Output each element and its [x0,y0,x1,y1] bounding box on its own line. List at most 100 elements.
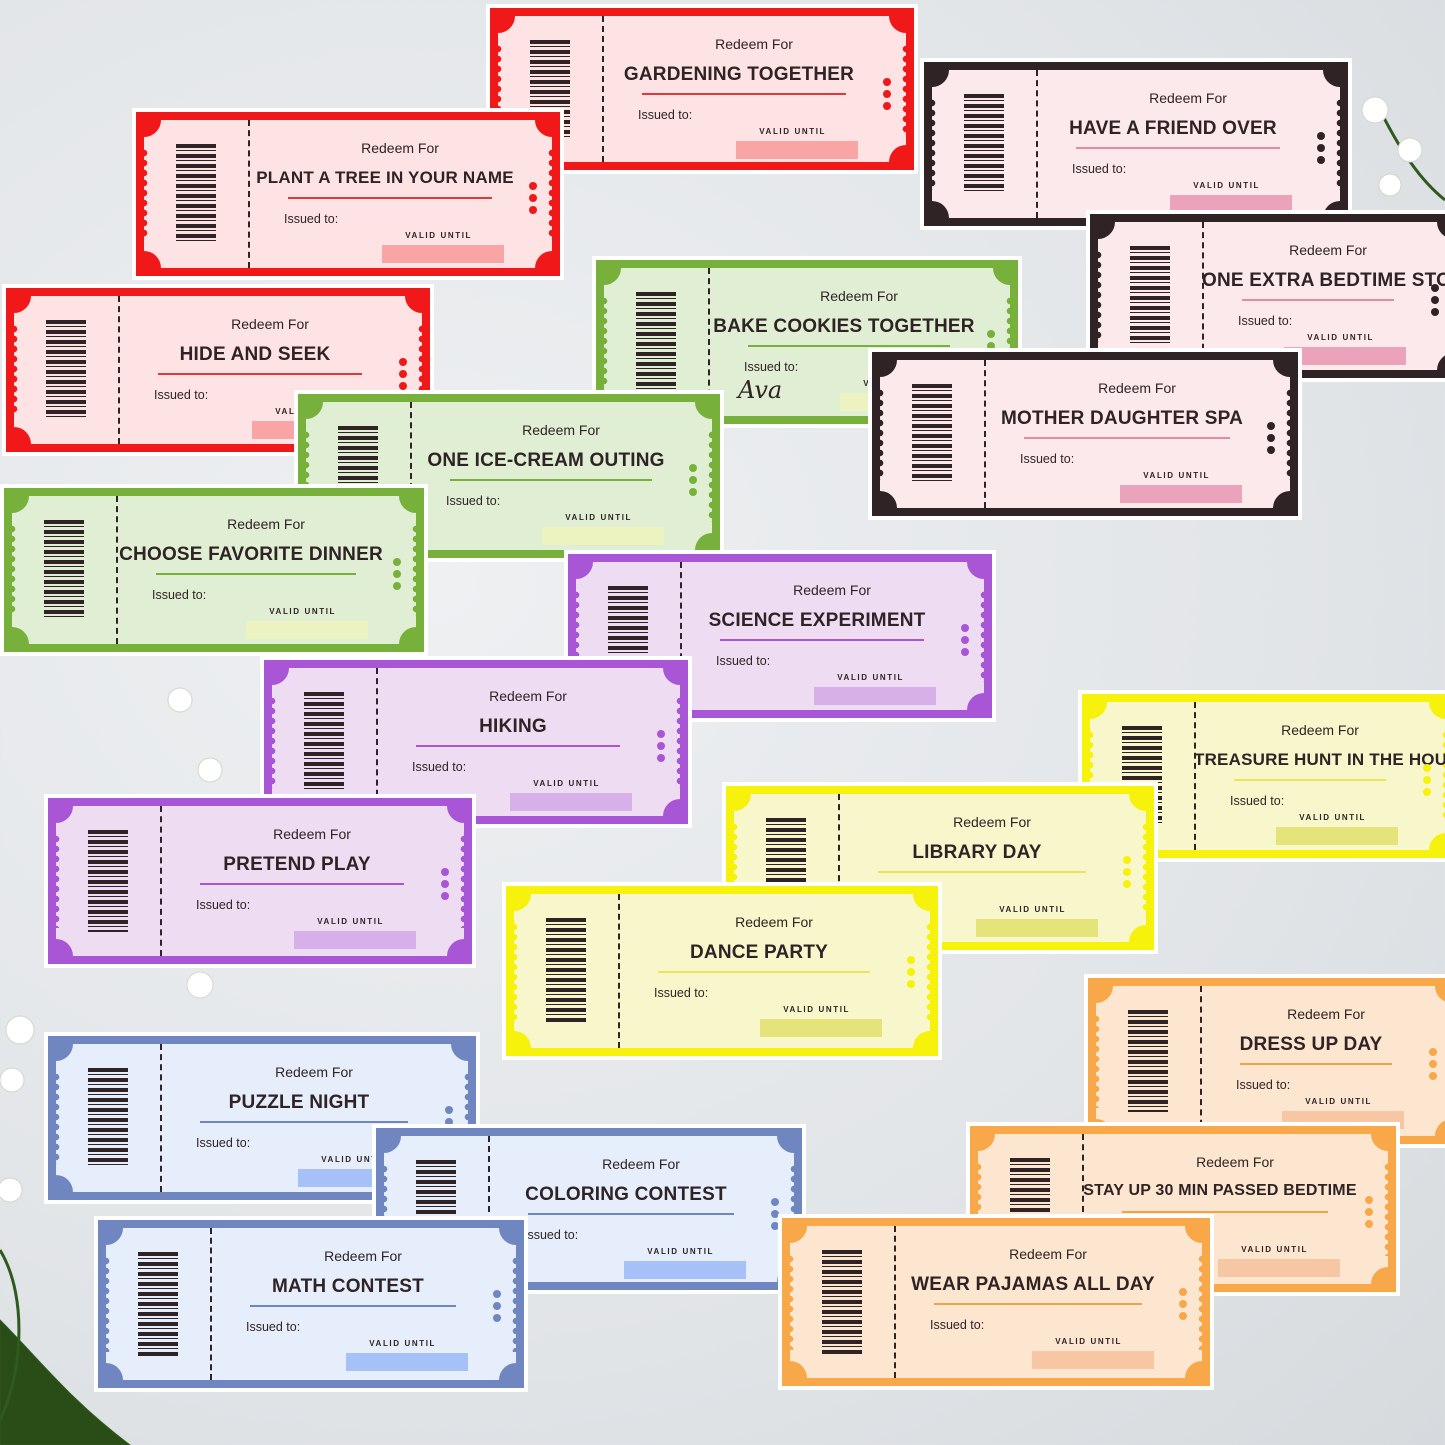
redeem-label: Redeem For [273,826,351,842]
redeem-label: Redeem For [820,288,898,304]
ticket-frame: Redeem For DRESS UP DAY Issued to: VALID… [1088,978,1445,1144]
valid-until-label: VALID UNTIL [1055,1337,1122,1346]
scallop-edge [978,1162,984,1256]
title-underline [1242,299,1394,301]
scallop-edge [56,1072,62,1164]
ticket-face: Redeem For WEAR PAJAMAS ALL DAY Issued t… [790,1226,1202,1378]
ticket-mother-daughter-spa[interactable]: Redeem For MOTHER DAUGHTER SPA Issued to… [868,348,1302,520]
valid-until-field[interactable] [346,1353,468,1371]
valid-until-field[interactable] [1276,827,1398,845]
ticket-face: Redeem For ONE EXTRA BEDTIME STO Issued … [1098,222,1445,370]
valid-until-field[interactable] [736,141,858,159]
valid-until-field[interactable] [814,687,936,705]
corner-notch [967,693,984,710]
issued-to-label: Issued to: [1020,452,1075,466]
valid-until-field[interactable] [1218,1259,1340,1277]
valid-until-field[interactable] [510,793,632,811]
issued-to-label: Issued to: [638,108,693,122]
valid-until-field[interactable] [1032,1351,1154,1369]
corner-notch [399,627,416,644]
barcode-icon [138,1252,178,1356]
valid-until-field[interactable] [382,245,504,263]
ticket-plant-a-tree[interactable]: Redeem For PLANT A TREE IN YOUR NAME Iss… [132,108,564,280]
valid-until-field[interactable] [976,919,1098,937]
ticket-face: Redeem For DANCE PARTY Issued to: VALID … [514,894,930,1048]
title-underline [1234,779,1386,781]
ticket-stub [1096,986,1202,1136]
scallop-edge [674,696,680,788]
scallop-edge [1334,98,1340,190]
dots-decoration [399,358,408,394]
ticket-title: GARDENING TOGETHER [623,64,855,85]
valid-until-field[interactable] [542,527,664,545]
valid-until-field[interactable] [1170,195,1292,213]
title-underline [450,479,652,481]
scallop-edge [706,430,712,522]
corner-notch [1437,353,1445,370]
ticket-title: SCIENCE EXPERIMENT [708,610,926,631]
ticket-dance-party[interactable]: Redeem For DANCE PARTY Issued to: VALID … [502,882,942,1060]
issued-to-label: Issued to: [246,1320,301,1334]
ticket-body: Redeem For PLANT A TREE IN YOUR NAME Iss… [248,120,552,268]
redeem-label: Redeem For [1281,722,1359,738]
dots-decoration [1123,856,1132,892]
corner-notch [695,533,712,550]
redeem-label: Redeem For [361,140,439,156]
corner-notch [1429,833,1445,850]
ticket-title: PRETEND PLAY [223,854,371,875]
issued-to-label: Issued to: [152,588,207,602]
barcode-icon [304,692,344,792]
scallop-edge [510,1256,516,1352]
ticket-stub [144,120,250,268]
valid-until-field[interactable] [760,1019,882,1037]
barcode-icon [912,384,952,484]
valid-until-label: VALID UNTIL [647,1247,714,1256]
ticket-face: Redeem For SCIENCE EXPERIMENT Issued to:… [576,562,984,710]
ticket-body: Redeem For WEAR PAJAMAS ALL DAY Issued t… [894,1226,1202,1378]
dots-decoration [1317,132,1326,168]
ticket-title: STAY UP 30 MIN PASSED BEDTIME [1083,1182,1357,1199]
ticket-choose-favorite-dinner[interactable]: Redeem For CHOOSE FAVORITE DINNER Issued… [0,484,428,656]
redeem-label: Redeem For [227,516,305,532]
title-underline [200,1121,408,1123]
ticket-frame: Redeem For HIDE AND SEEK Issued to: VALI… [6,288,430,452]
valid-until-field[interactable] [1284,347,1406,365]
ticket-stub [932,70,1038,218]
dots-decoration [1423,764,1432,800]
redeem-label: Redeem For [1289,242,1367,258]
ticket-body: Redeem For ONE EXTRA BEDTIME STO Issued … [1202,222,1445,370]
valid-until-field[interactable] [624,1261,746,1279]
ticket-math-contest[interactable]: Redeem For MATH CONTEST Issued to: VALID… [94,1216,528,1392]
ticket-body: Redeem For TREASURE HUNT IN THE HOU Issu… [1194,702,1445,850]
ticket-face: Redeem For GARDENING TOGETHER Issued to:… [498,16,906,162]
valid-until-label: VALID UNTIL [317,917,384,926]
corner-notch [663,799,680,816]
valid-until-label: VALID UNTIL [1307,333,1374,342]
ticket-title: COLORING CONTEST [525,1184,727,1205]
barcode-icon [964,94,1004,194]
title-underline [642,93,846,95]
title-underline [156,573,356,575]
scallop-edge [12,524,18,616]
valid-until-label: VALID UNTIL [783,1005,850,1014]
ticket-stub [604,268,710,416]
dots-decoration [441,868,450,904]
ticket-wear-pajamas-all-day[interactable]: Redeem For WEAR PAJAMAS ALL DAY Issued t… [778,1214,1214,1390]
issued-to-label: Issued to: [196,898,251,912]
ticket-title: DRESS UP DAY [1239,1034,1383,1055]
ticket-title: PUZZLE NIGHT [228,1092,370,1113]
valid-until-field[interactable] [294,931,416,949]
scallop-edge [272,696,278,788]
ticket-have-a-friend-over[interactable]: Redeem For HAVE A FRIEND OVER Issued to:… [920,58,1352,230]
valid-until-label: VALID UNTIL [999,905,1066,914]
ticket-frame: Redeem For WEAR PAJAMAS ALL DAY Issued t… [782,1218,1210,1386]
valid-until-field[interactable] [246,621,368,639]
issued-to-label: Issued to: [716,654,771,668]
redeem-label: Redeem For [953,814,1031,830]
valid-until-label: VALID UNTIL [369,1339,436,1348]
ticket-pretend-play[interactable]: Redeem For PRETEND PLAY Issued to: VALID… [44,794,476,968]
ticket-title: ONE EXTRA BEDTIME STO [1202,270,1445,291]
ticket-dress-up-day[interactable]: Redeem For DRESS UP DAY Issued to: VALID… [1084,974,1445,1148]
valid-until-label: VALID UNTIL [1299,813,1366,822]
valid-until-field[interactable] [1120,485,1242,503]
